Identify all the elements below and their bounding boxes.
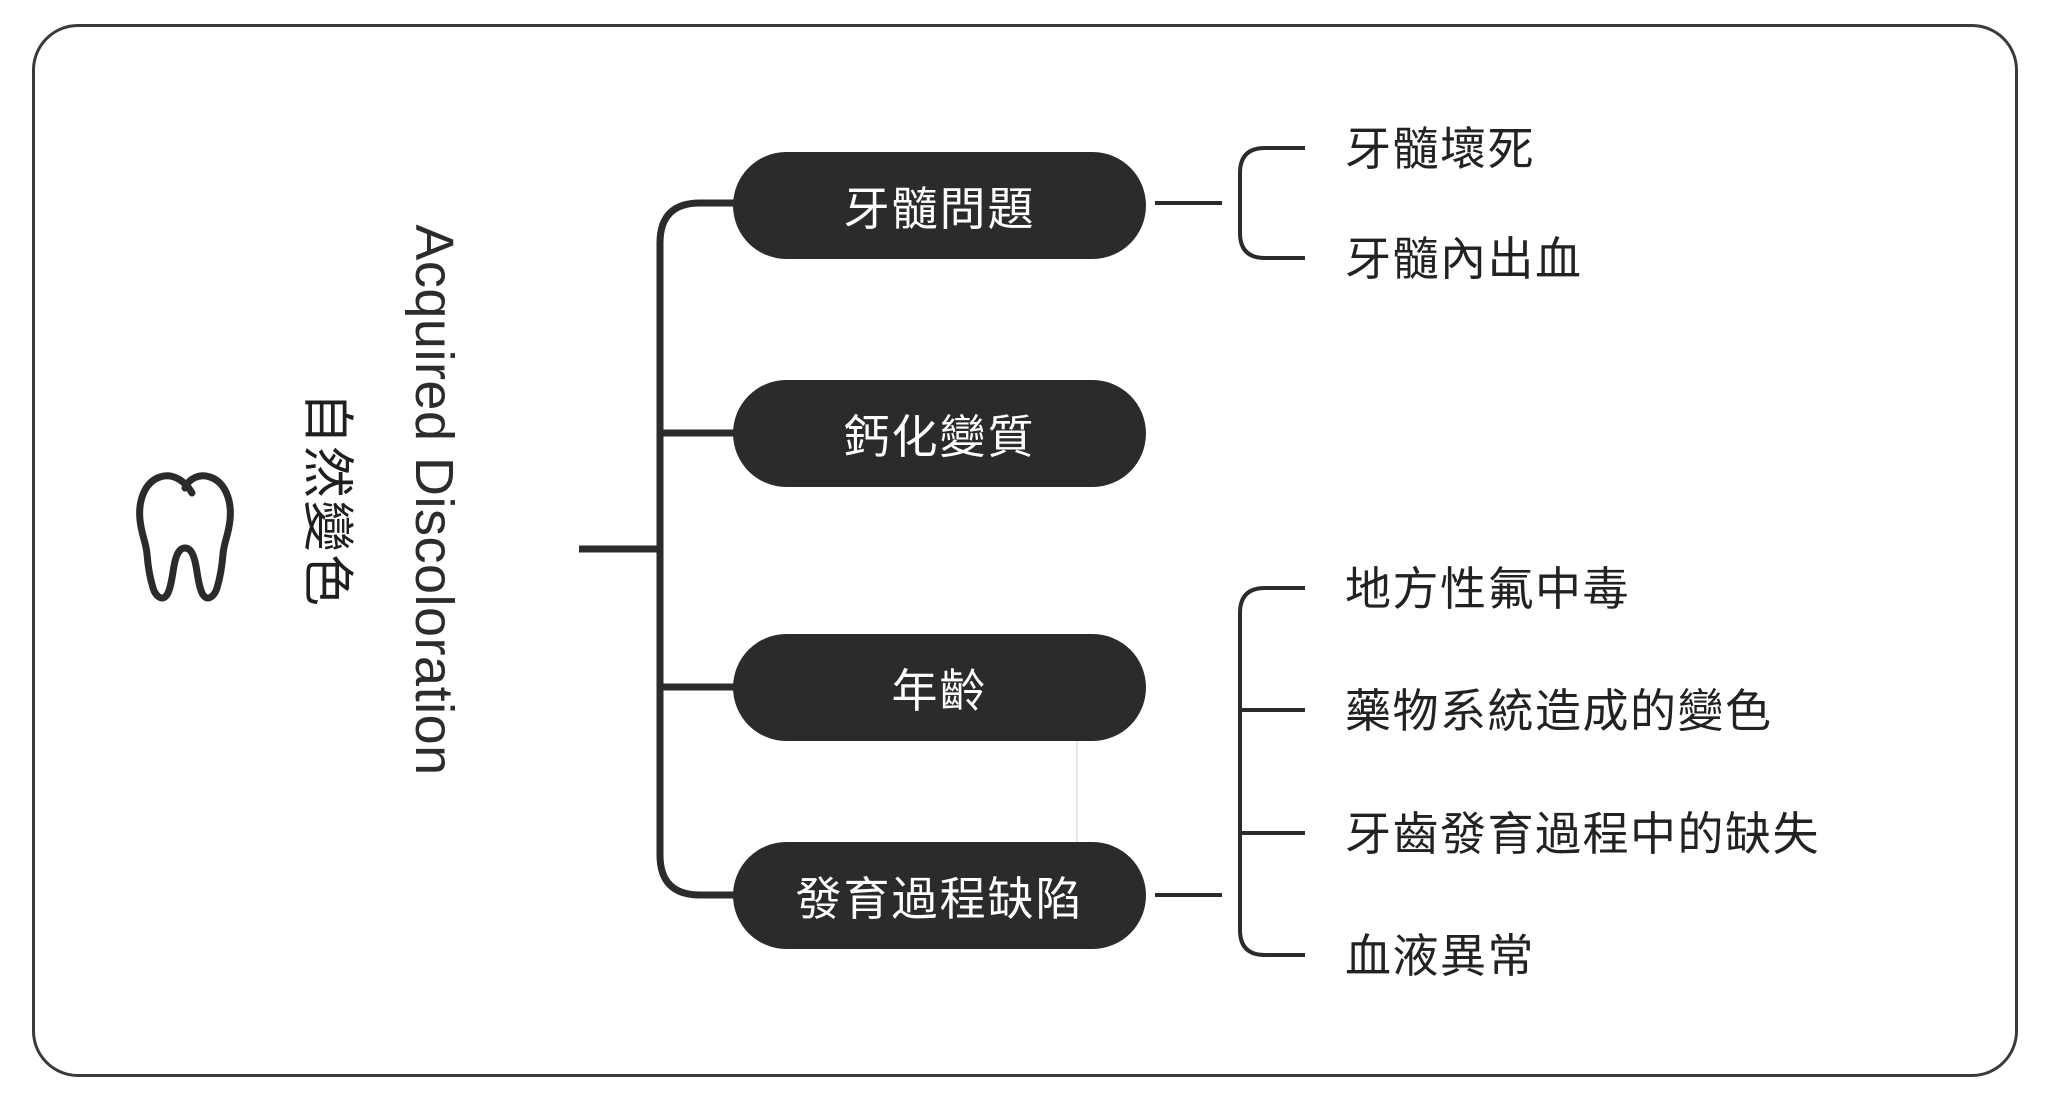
tooth-icon — [128, 466, 256, 608]
leaf-drug-induced-discoloration[interactable]: 藥物系統造成的變色 — [1345, 685, 1773, 737]
leaf-endemic-fluorosis[interactable]: 地方性氟中毒 — [1345, 563, 1630, 615]
branch-node-age[interactable]: 年齡 — [733, 634, 1146, 741]
leaf-pulp-necrosis[interactable]: 牙髓壞死 — [1345, 123, 1535, 175]
branch-node-pulp-problems[interactable]: 牙髓問題 — [733, 152, 1146, 259]
branch-node-calcification[interactable]: 鈣化變質 — [733, 380, 1146, 487]
leaf-developmental-deficiency[interactable]: 牙齒發育過程中的缺失 — [1345, 808, 1820, 860]
outer-frame — [32, 24, 2018, 1077]
leaf-pulp-hemorrhage[interactable]: 牙髓內出血 — [1345, 233, 1583, 285]
root-title-chinese: 自然變色 — [297, 391, 356, 609]
faint-divider-line — [1076, 739, 1078, 851]
root-title-english: Acquired Discoloration — [404, 224, 464, 776]
leaf-blood-abnormality[interactable]: 血液異常 — [1345, 930, 1535, 982]
branch-node-developmental-defects[interactable]: 發育過程缺陷 — [733, 842, 1146, 949]
